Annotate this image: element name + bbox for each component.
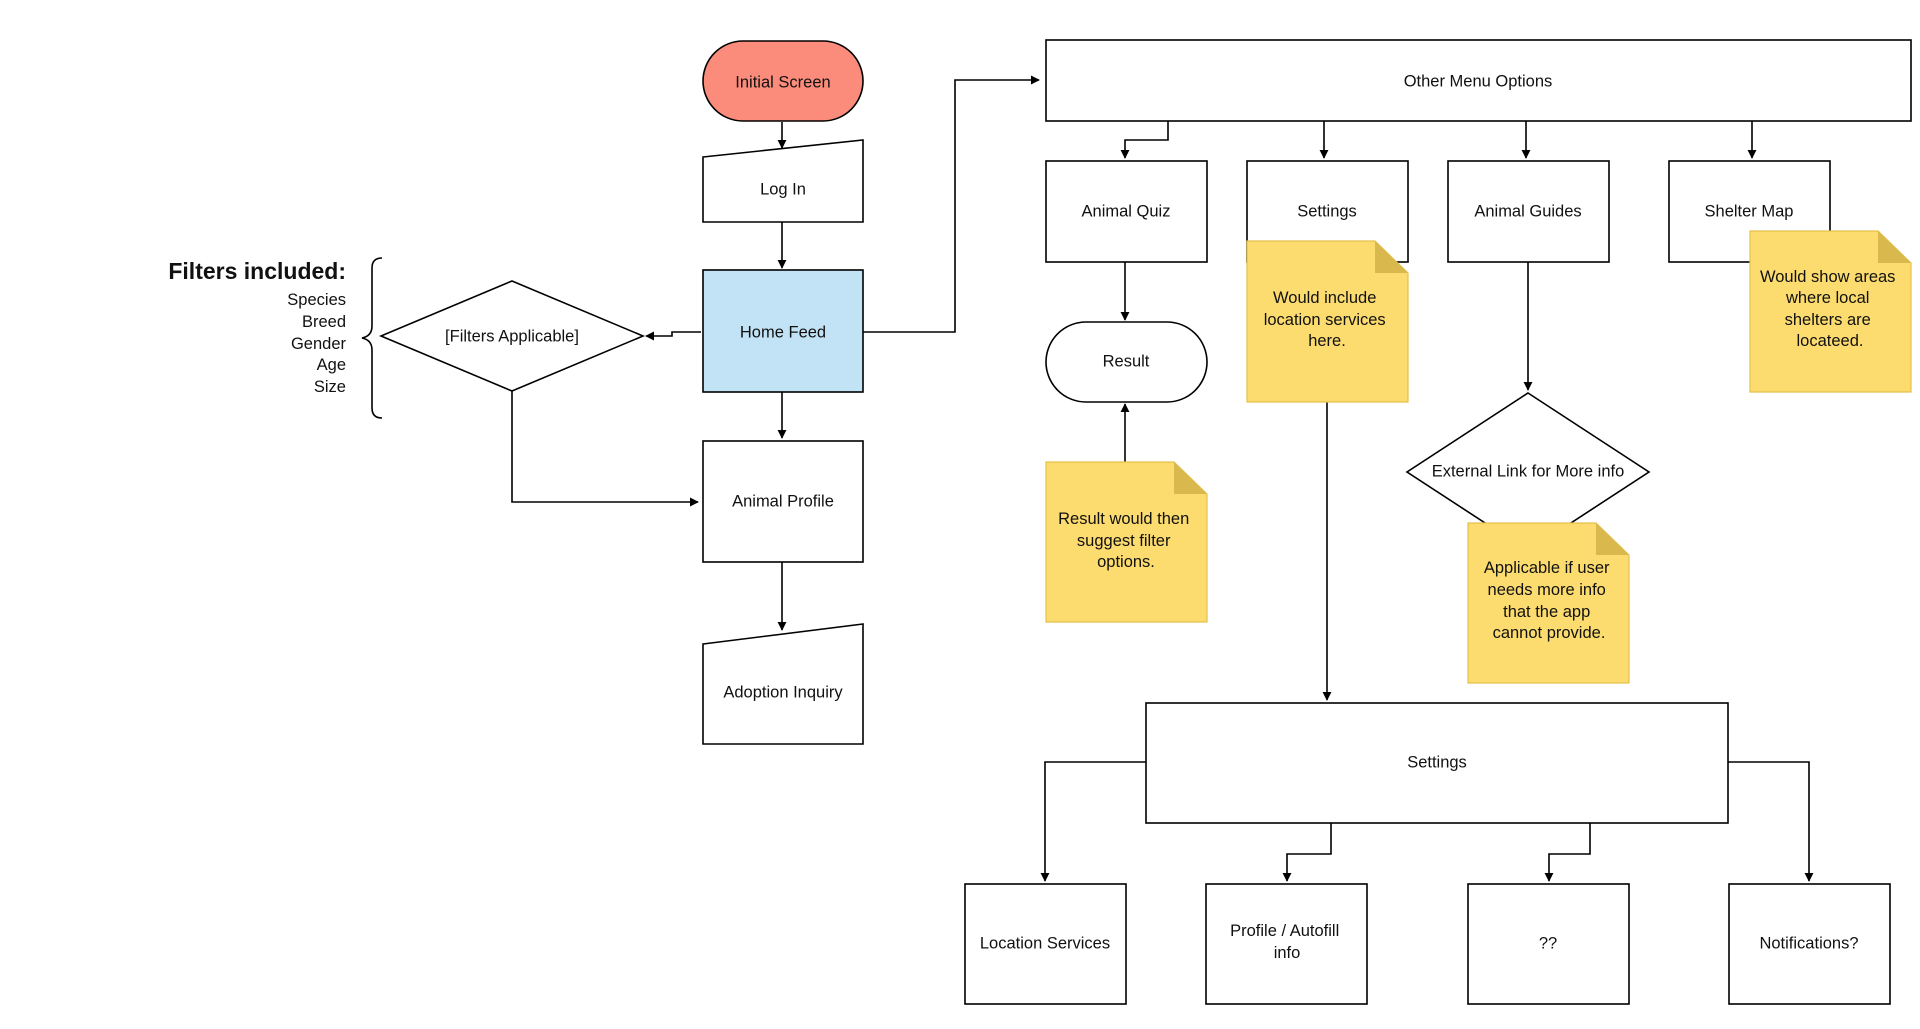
svg-text:Animal Guides: Animal Guides [1474,202,1581,220]
filter-item: Age [317,356,346,374]
filter-item: Species [287,291,346,309]
filters-annotation: Filters included: Species Breed Gender A… [168,257,383,419]
svg-text:Animal Profile: Animal Profile [732,492,834,510]
note-result: Result would then suggest filter options… [1045,461,1208,623]
svg-text:Result would then sugges: Result would then suggest filter options… [1058,510,1194,571]
svg-text:Would include location s: Would include location services here. [1264,289,1391,350]
connector-homefeed-to-menu [863,75,1040,333]
connector-homefeed-to-filters [645,331,701,341]
svg-text:Settings: Settings [1297,202,1357,220]
svg-text:Would show areas where l: Would show areas where local shelters ar… [1760,268,1900,350]
svg-text:Notifications?: Notifications? [1759,934,1858,952]
svg-text:Result: Result [1103,352,1150,370]
note-external-link: Applicable if user needs more info that … [1467,522,1630,684]
node-animal-profile: Animal Profile [702,440,864,563]
node-other-menu-options: Other Menu Options [1045,39,1912,122]
svg-text:Other Menu Options: Other Menu Options [1404,72,1553,90]
node-unknown-option: ?? [1467,883,1630,1005]
svg-text:Log In: Log In [760,180,806,198]
node-initial-screen: Initial Screen [702,40,864,122]
note-shelter-map: Would show areas where local shelters ar… [1749,230,1912,393]
connector-settingsbig-to-location [1040,761,1146,882]
node-notifications: Notifications? [1728,883,1891,1005]
svg-text:??: ?? [1539,934,1557,952]
svg-text:Settings: Settings [1407,753,1467,771]
svg-text:[Filters Applicable]: [Filters Applicable] [445,327,579,345]
filters-title: Filters included: [168,258,346,284]
filter-item: Size [314,378,346,396]
node-result: Result [1045,321,1208,403]
node-profile-autofill: Profile / Autofill info [1205,883,1368,1005]
connector-filters-to-profile [511,391,699,507]
node-animal-quiz: Animal Quiz [1045,160,1208,263]
node-home-feed: Home Feed [702,269,864,393]
node-animal-guides: Animal Guides [1447,160,1610,263]
connector-settingsbig-to-profile [1282,823,1332,882]
node-external-link: External Link for More info [1405,392,1651,552]
node-settings-big: Settings [1145,702,1729,824]
svg-text:Home Feed: Home Feed [740,323,826,341]
node-filters-applicable: [Filters Applicable] [378,280,646,392]
connector-menu-to-quiz [1120,121,1169,159]
connectors [511,75,1814,882]
node-log-in: Log In [702,139,864,223]
svg-text:Shelter Map: Shelter Map [1705,202,1794,220]
svg-text:Profile / Autofill info: Profile / Autofill info [1230,922,1344,962]
filter-item: Gender [291,335,347,353]
svg-text:Animal Quiz: Animal Quiz [1082,202,1171,220]
svg-text:Adoption Inquiry: Adoption Inquiry [723,683,843,701]
node-location-services: Location Services [964,883,1127,1005]
node-adoption-inquiry: Adoption Inquiry [702,623,864,745]
svg-text:Initial Screen: Initial Screen [735,73,830,91]
filter-item: Breed [302,313,346,331]
svg-text:External Link for More info: External Link for More info [1432,462,1625,480]
svg-text:Applicable if user needs: Applicable if user needs more info that … [1484,559,1614,642]
connector-settingsbig-to-unknown [1544,823,1591,882]
filters-brace [361,257,383,419]
connector-settingsbig-to-notifications [1728,761,1814,882]
svg-text:Location Services: Location Services [980,934,1110,952]
note-settings: Would include location services here. [1246,240,1409,403]
